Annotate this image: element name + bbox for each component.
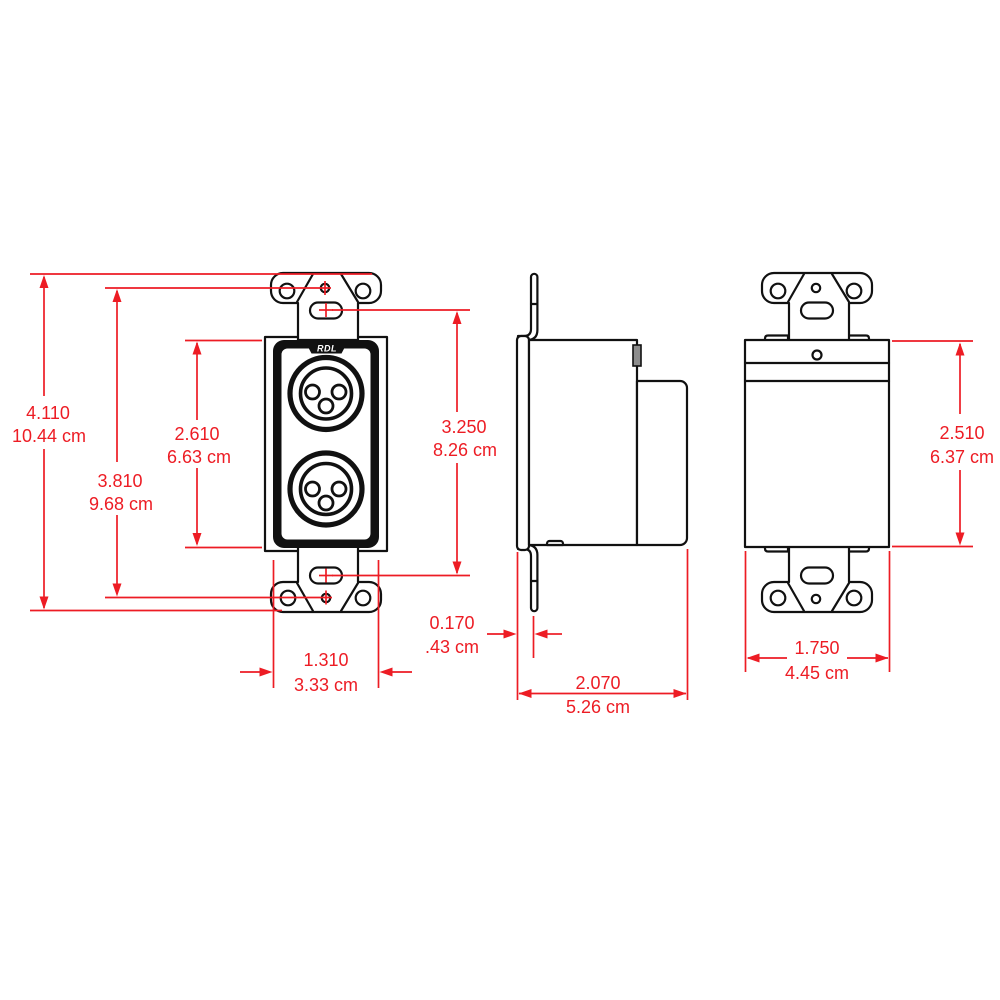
xlr-pin-hole <box>304 383 321 401</box>
dim-text-cm: 3.33 cm <box>294 675 358 695</box>
brand-logo: RDL <box>317 344 337 354</box>
side-faceplate-edge <box>515 334 531 552</box>
xlr-connector-top <box>287 354 365 433</box>
dim-text-in: 2.070 <box>575 673 620 693</box>
arrowhead <box>955 342 965 356</box>
rear-bottom-strap <box>760 544 874 614</box>
strap-fold-line <box>339 272 360 304</box>
dim-text-in: 2.610 <box>174 424 219 444</box>
rear-top-strap <box>760 271 874 343</box>
rear-screw-hole <box>811 349 823 361</box>
dim-rear-body-height: 2.510 6.37 cm <box>930 342 994 546</box>
arrowhead <box>192 533 202 546</box>
front-view: RDL <box>263 271 389 614</box>
xlr-connector-bottom <box>287 450 365 528</box>
dim-text-in: 3.810 <box>97 471 142 491</box>
dim-text-in: 3.250 <box>441 417 486 437</box>
side-chassis-body <box>527 338 639 547</box>
dim-text-cm: 4.45 cm <box>785 663 849 683</box>
dim-insert-width: 1.310 3.33 cm <box>240 650 412 695</box>
strap-fold-line <box>830 272 851 304</box>
arrowhead <box>875 653 889 663</box>
xlr-pin-hole <box>317 494 335 512</box>
arrowhead <box>452 311 462 324</box>
dim-overall-height: 4.110 10.44 cm <box>12 275 86 610</box>
ear-hole <box>845 589 863 607</box>
ear-hole <box>354 589 372 607</box>
strap-fold-line <box>830 581 851 613</box>
arrowhead <box>112 289 122 302</box>
arrowhead <box>452 561 462 575</box>
ear-hole <box>845 282 863 300</box>
xlr-inner-ring <box>298 366 354 421</box>
arrowhead <box>673 689 687 698</box>
dim-text-in: 2.510 <box>939 423 984 443</box>
dim-plate-thickness: 0.170 .43 cm <box>425 613 562 657</box>
arrowhead <box>503 629 517 639</box>
dim-text-cm: .43 cm <box>425 637 479 657</box>
dim-text-cm: 10.44 cm <box>12 426 86 446</box>
ear-hole <box>278 282 296 300</box>
dim-text-cm: 6.37 cm <box>930 447 994 467</box>
dim-text-cm: 9.68 cm <box>89 494 153 514</box>
arrowhead <box>259 667 273 677</box>
side-bottom-tab <box>545 539 565 547</box>
xlr-inner-ring <box>298 461 354 517</box>
rear-view <box>743 271 891 614</box>
arrowhead <box>112 583 122 597</box>
brand-badge <box>306 343 347 354</box>
xlr-pin-hole <box>330 480 348 498</box>
arrowhead <box>518 689 532 698</box>
xlr-pin-hole <box>330 383 348 401</box>
dim-text-in: 4.110 <box>26 403 70 423</box>
strap-fold-line <box>786 581 806 613</box>
dim-mount-hole-spacing: 3.810 9.68 cm <box>89 289 153 597</box>
ground-tab <box>632 344 642 367</box>
side-view <box>515 272 689 613</box>
ear-hole <box>769 282 787 300</box>
dim-text-cm: 5.26 cm <box>566 697 630 717</box>
strap-fold-line <box>786 272 806 304</box>
rear-body <box>743 338 891 549</box>
arrowhead <box>192 341 202 355</box>
side-rear-housing <box>635 379 689 547</box>
screw-slot <box>799 301 835 320</box>
dim-slot-spacing: 3.250 8.26 cm <box>433 311 497 575</box>
dim-text-cm: 6.63 cm <box>167 447 231 467</box>
strap-fold-line <box>339 581 360 613</box>
arrowhead <box>534 629 548 639</box>
screw-slot <box>799 566 835 585</box>
pilot-hole <box>810 593 822 605</box>
side-top-strap <box>516 272 539 342</box>
arrowhead <box>39 275 49 288</box>
dimension-layer: 4.110 10.44 cm 3.810 9.68 cm 2.610 6.63 … <box>12 273 994 717</box>
ear-hole <box>769 589 787 607</box>
xlr-pin-hole <box>317 397 335 415</box>
dim-text-cm: 8.26 cm <box>433 440 497 460</box>
xlr-pin-hole <box>304 480 321 498</box>
dim-insert-height: 2.610 6.63 cm <box>167 341 231 546</box>
arrowhead <box>955 532 965 546</box>
dim-text-in: 1.750 <box>794 638 839 658</box>
arrowhead <box>746 653 760 663</box>
dim-mounting-depth: 2.070 5.26 cm <box>518 673 687 717</box>
dim-rear-body-width: 1.750 4.45 cm <box>746 638 889 683</box>
ear-hole <box>354 282 372 300</box>
dim-text-in: 0.170 <box>429 613 474 633</box>
dim-text-in: 1.310 <box>303 650 348 670</box>
side-bottom-strap <box>516 543 539 613</box>
arrowhead <box>379 667 393 677</box>
pilot-hole <box>810 282 822 294</box>
arrowhead <box>39 596 49 610</box>
